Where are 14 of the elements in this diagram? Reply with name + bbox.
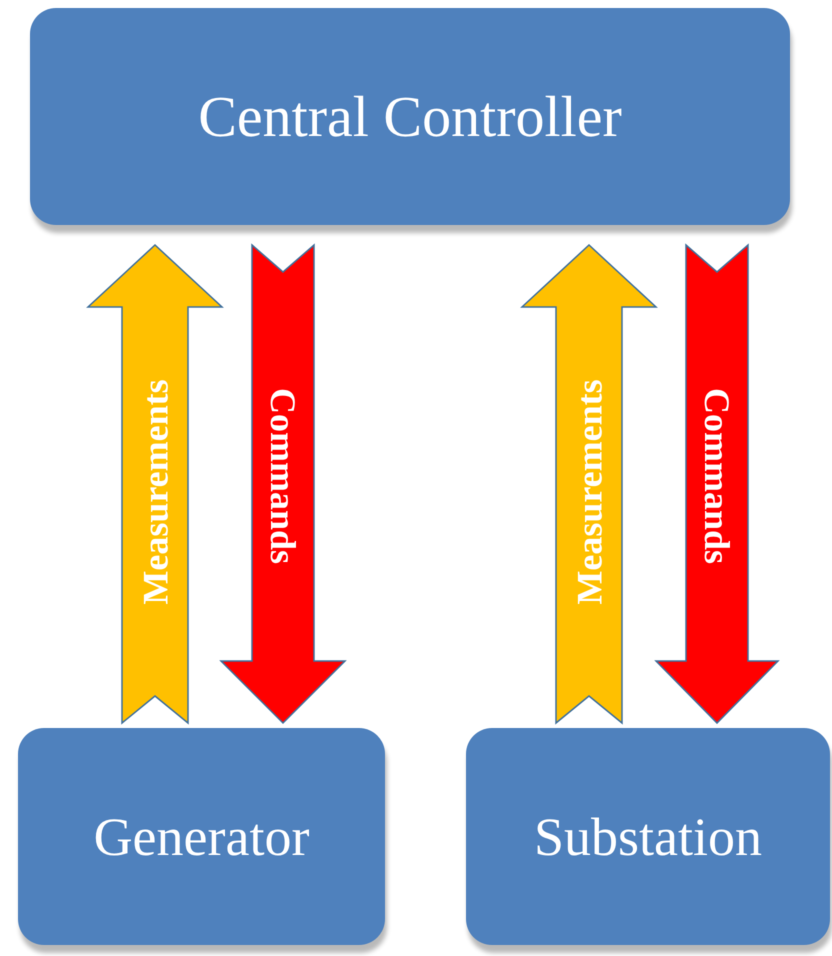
block-arrow: [86, 244, 224, 725]
edge-label: Measurements: [137, 379, 174, 605]
process-box: [466, 728, 830, 945]
edge-label: Measurements: [571, 379, 608, 605]
node-label: Central Controller: [198, 83, 622, 150]
edge-label: Commands: [265, 388, 302, 564]
edge-label: Commands: [699, 388, 736, 564]
block-arrow: [654, 243, 780, 724]
block-arrow: [520, 244, 658, 725]
process-box: [18, 728, 385, 945]
node-label: Substation: [534, 806, 762, 868]
process-box: [30, 8, 790, 225]
block-arrow: [219, 243, 347, 724]
node-label: Generator: [94, 806, 310, 868]
